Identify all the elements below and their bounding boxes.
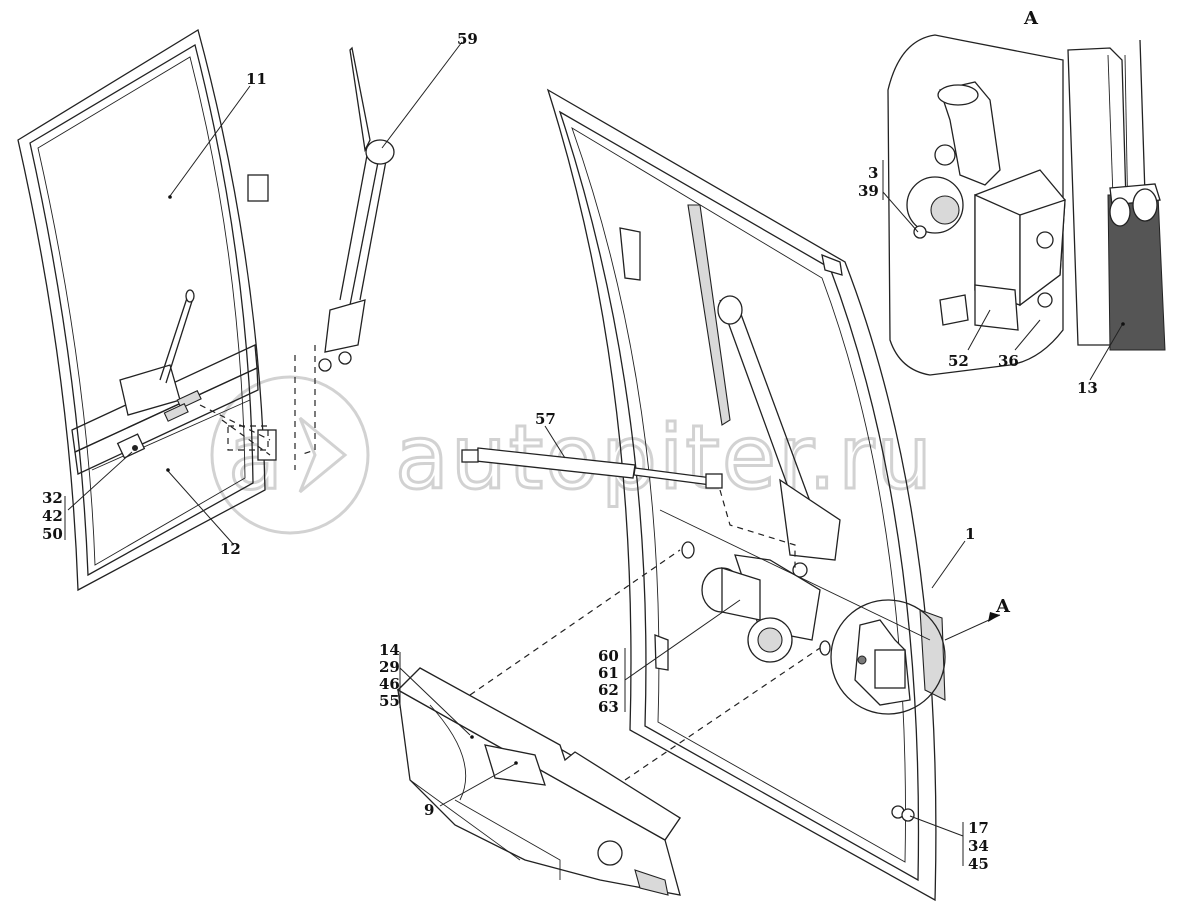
label-45: 45 — [968, 855, 989, 873]
label-60: 60 — [598, 647, 619, 665]
label-13: 13 — [1077, 379, 1098, 397]
inner-door-frame — [546, 88, 946, 902]
label-62: 62 — [598, 681, 619, 699]
detail-a-callout — [830, 599, 1001, 715]
label-59: 59 — [457, 30, 478, 48]
label-17: 17 — [968, 819, 989, 837]
wiper-motor — [659, 509, 931, 663]
label-14: 14 — [379, 641, 400, 659]
label-50: 50 — [42, 525, 63, 543]
label-57: 57 — [535, 410, 556, 428]
label-3: 3 — [868, 164, 878, 182]
label-42: 42 — [42, 507, 63, 525]
leader-lines — [64, 41, 1125, 866]
label-32: 32 — [42, 489, 63, 507]
label-55: 55 — [379, 692, 400, 710]
detail-view-title: A — [1023, 8, 1039, 29]
label-34: 34 — [968, 837, 989, 855]
left-door-frame — [17, 28, 277, 592]
trim-panel — [396, 667, 681, 896]
label-63: 63 — [598, 698, 619, 716]
label-36: 36 — [998, 352, 1019, 370]
label-52: 52 — [948, 352, 969, 370]
label-29: 29 — [379, 658, 400, 676]
label-46: 46 — [379, 675, 400, 693]
label-9: 9 — [424, 801, 434, 819]
left-assembly-lines — [199, 345, 316, 470]
watermark-arrow — [298, 416, 348, 494]
labels: A A 11 59 12 32 42 50 57 1 60 61 62 63 1… — [42, 8, 1098, 873]
left-wiper-arm — [318, 46, 395, 372]
callout-arrow — [988, 612, 1000, 622]
trim-assembly-lines — [469, 549, 821, 781]
detail-callout-label: A — [995, 596, 1011, 617]
detail-view-a — [887, 34, 1166, 376]
label-1: 1 — [965, 525, 975, 543]
label-12: 12 — [220, 540, 241, 558]
label-39: 39 — [858, 182, 879, 200]
watermark: a autopiter.ru — [210, 375, 934, 535]
gas-strut — [461, 447, 796, 570]
label-61: 61 — [598, 664, 619, 682]
label-11: 11 — [246, 70, 267, 88]
watermark-logo-circle — [210, 375, 370, 535]
